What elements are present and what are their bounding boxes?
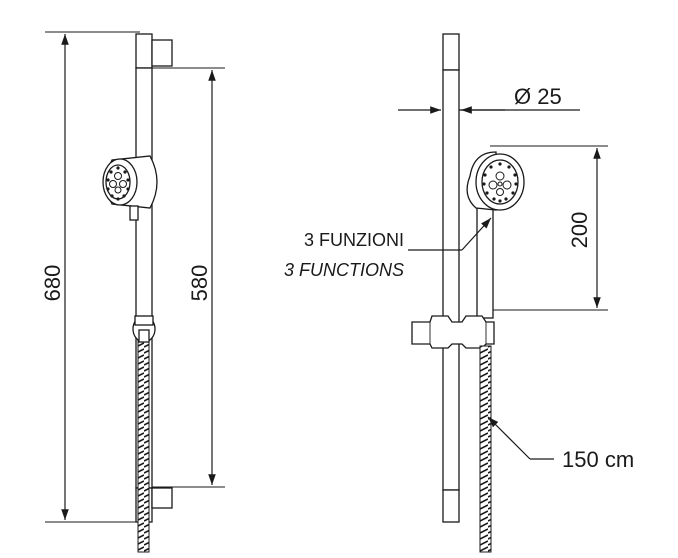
front-view: 680 580 [40,31,225,553]
dimension-diameter-label: Ø 25 [514,84,562,109]
dimension-total-height-label: 680 [40,265,65,302]
dimension-rail-length: 580 [150,67,225,488]
dimension-rail-length-label: 580 [187,265,212,302]
hose-side [479,345,492,553]
slider-holder-side [411,315,495,349]
dimension-head-drop-label: 200 [567,212,592,249]
functions-label-it: 3 FUNZIONI [304,230,404,250]
shower-head-front [102,155,158,221]
functions-label-en: 3 FUNCTIONS [284,260,404,280]
side-view: Ø 25 200 [284,33,634,553]
slide-rail-side [442,33,460,523]
dimension-diameter: Ø 25 [398,84,580,114]
hose-length-callout: 150 cm [487,416,634,472]
dimension-total-height: 680 [40,31,140,523]
slider-holder-front [132,315,156,343]
dimension-head-drop: 200 [490,145,608,311]
hose-length-label: 150 cm [562,447,634,472]
shower-head-side [466,151,525,211]
hose-front [137,337,150,553]
functions-callout: 3 FUNZIONI 3 FUNCTIONS [284,217,492,280]
